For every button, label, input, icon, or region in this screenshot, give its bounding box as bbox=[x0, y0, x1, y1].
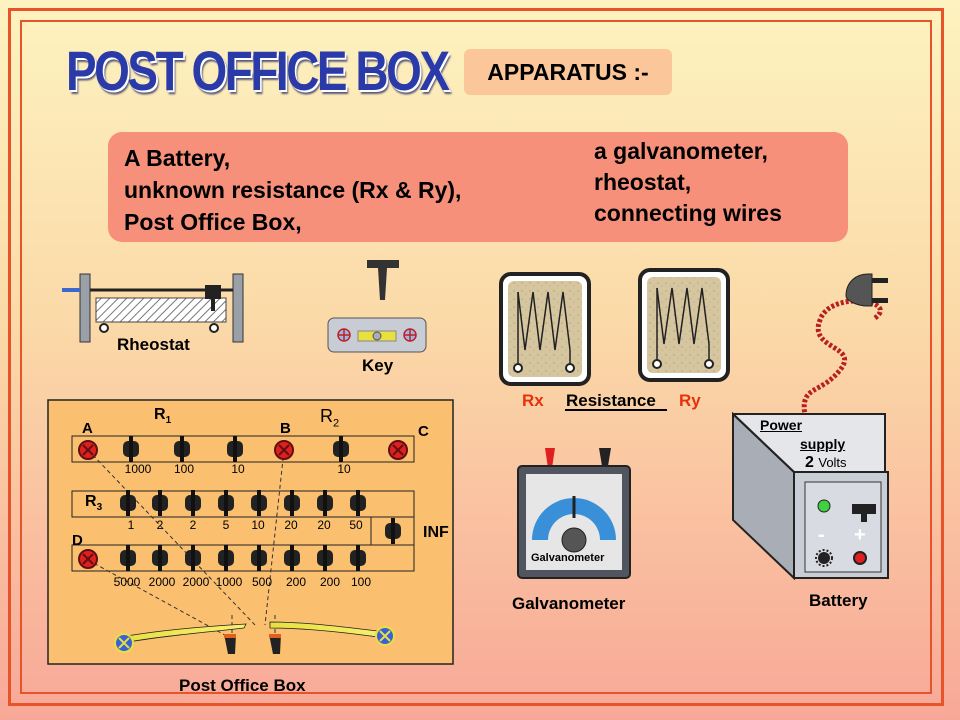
pob-terminal-c: C bbox=[418, 423, 429, 440]
resistance-value-label: 200 bbox=[285, 575, 307, 589]
plug-icon bbox=[350, 545, 366, 571]
resistance-value-label: 1000 bbox=[124, 462, 152, 476]
plus-terminal-label: + bbox=[854, 524, 866, 546]
rheostat bbox=[62, 273, 244, 343]
list-item: unknown resistance (Rx & Ry), bbox=[124, 177, 462, 203]
resistance-value-label: 10 bbox=[231, 462, 245, 476]
resistance-value-label: 5000 bbox=[113, 575, 141, 589]
galvanometer-key-terminal-icon bbox=[114, 633, 134, 653]
battery-voltage: 2 Volts bbox=[805, 454, 847, 471]
resistance-value-label: 20 bbox=[284, 518, 298, 532]
ry-label: Ry bbox=[679, 391, 701, 410]
plug-icon bbox=[284, 490, 300, 516]
resistance-value-label: 200 bbox=[319, 575, 341, 589]
pob-r1-label: R1 bbox=[154, 406, 172, 427]
terminal-a-icon bbox=[78, 440, 98, 460]
resistance-value-label: 10 bbox=[337, 462, 351, 476]
resistance-value-label: 5 bbox=[222, 518, 230, 532]
pob-r2-label: R2 bbox=[320, 406, 340, 430]
galvanometer-face-label: Galvanometer bbox=[531, 552, 605, 564]
inner-border bbox=[20, 20, 932, 694]
minus-terminal-label: - bbox=[818, 524, 825, 546]
resistance-label: Resistance bbox=[566, 391, 656, 410]
key-label: Key bbox=[362, 356, 394, 375]
terminal-d-icon bbox=[78, 549, 98, 569]
resistance-rx bbox=[499, 272, 591, 386]
apparatus-list-right: a galvanometer, rheostat, connecting wir… bbox=[594, 136, 782, 229]
plug-icon bbox=[123, 436, 139, 462]
resistance-value-label: 50 bbox=[349, 518, 363, 532]
resistance-value-label: 100 bbox=[350, 575, 372, 589]
apparatus-list-left: A Battery, unknown resistance (Rx & Ry),… bbox=[124, 142, 461, 238]
resistance-value-label: 2 bbox=[156, 518, 164, 532]
rheostat-label: Rheostat bbox=[117, 335, 190, 354]
plug-icon bbox=[317, 545, 333, 571]
plug-icon bbox=[284, 545, 300, 571]
pob-r3-label: R3 bbox=[85, 493, 103, 514]
galvanometer bbox=[517, 448, 631, 579]
rx-label: Rx bbox=[522, 391, 544, 410]
plug-icon bbox=[152, 545, 168, 571]
plug-icon bbox=[317, 490, 333, 516]
resistance-value-label: 10 bbox=[251, 518, 265, 532]
battery-label: Battery bbox=[809, 591, 868, 610]
resistance-value-label: 500 bbox=[251, 575, 273, 589]
plug-icon bbox=[120, 490, 136, 516]
apparatus-list: A Battery, unknown resistance (Rx & Ry),… bbox=[108, 132, 848, 242]
plug-icon bbox=[350, 490, 366, 516]
pob-inf-label: INF bbox=[423, 524, 449, 541]
plug-icon bbox=[218, 545, 234, 571]
plug-icon bbox=[185, 545, 201, 571]
list-item: A Battery, bbox=[124, 145, 231, 171]
list-item: a galvanometer, bbox=[594, 138, 768, 164]
terminal-b-icon bbox=[274, 440, 294, 460]
plug-key bbox=[327, 260, 427, 353]
list-item: rheostat, bbox=[594, 169, 692, 195]
plug-icon bbox=[218, 490, 234, 516]
plug-icon bbox=[385, 518, 401, 544]
plug-icon bbox=[251, 490, 267, 516]
resistance-value-label: 20 bbox=[317, 518, 331, 532]
pob-plugs bbox=[120, 436, 401, 571]
galvanometer-label: Galvanometer bbox=[512, 594, 626, 613]
resistance-value-label: 2000 bbox=[148, 575, 176, 589]
battery-supply-label: supply bbox=[800, 436, 846, 452]
plug-icon bbox=[185, 490, 201, 516]
plug-icon bbox=[152, 490, 168, 516]
terminal-c-icon bbox=[388, 440, 408, 460]
plug-icon bbox=[251, 545, 267, 571]
pob-terminal-a: A bbox=[82, 420, 93, 437]
resistance-value-label: 1 bbox=[127, 518, 135, 532]
plug-icon bbox=[120, 545, 136, 571]
battery-power-label: Power bbox=[760, 417, 803, 433]
resistance-value-label: 2 bbox=[189, 518, 197, 532]
resistance-value-label: 2000 bbox=[182, 575, 210, 589]
battery bbox=[732, 273, 889, 581]
plug-icon bbox=[227, 436, 243, 462]
slide-title: POST OFFICE BOX bbox=[66, 39, 450, 102]
post-office-box-label: Post Office Box bbox=[179, 676, 306, 695]
resistance-value-label: 100 bbox=[173, 462, 195, 476]
resistance-ry bbox=[638, 268, 730, 382]
list-item: Post Office Box, bbox=[124, 209, 302, 235]
list-item: connecting wires bbox=[594, 200, 782, 226]
pob-terminal-b: B bbox=[280, 420, 291, 437]
outer-border bbox=[8, 8, 944, 706]
post-office-box bbox=[47, 399, 454, 665]
battery-key-terminal-icon bbox=[375, 626, 395, 646]
apparatus-heading: APPARATUS :- bbox=[464, 49, 672, 95]
resistance-value-label: 1000 bbox=[215, 575, 243, 589]
plug-icon bbox=[174, 436, 190, 462]
plug-icon bbox=[333, 436, 349, 462]
pob-terminals bbox=[78, 440, 408, 653]
pob-terminal-d: D bbox=[72, 532, 83, 549]
